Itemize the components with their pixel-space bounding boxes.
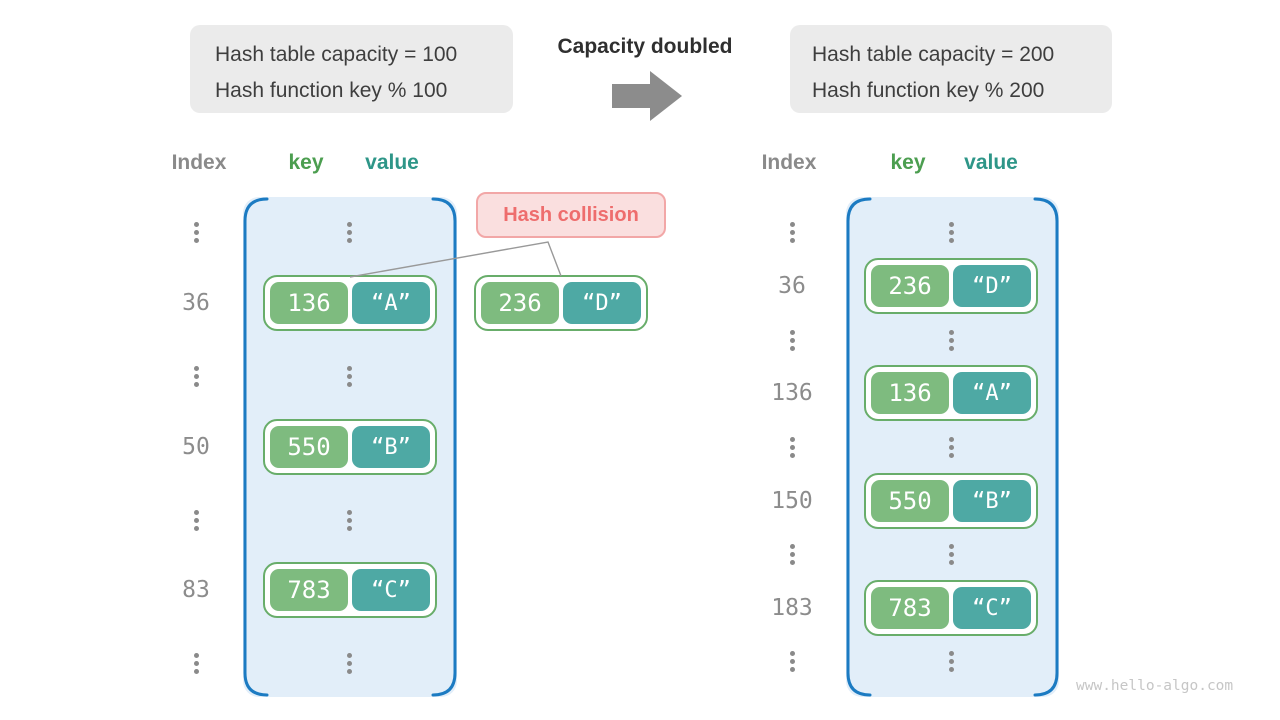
vertical-ellipsis-icon <box>347 222 352 227</box>
vertical-ellipsis-icon <box>790 437 795 442</box>
vertical-ellipsis-icon <box>194 653 199 658</box>
vertical-ellipsis-icon <box>194 366 199 371</box>
right-index-label: 150 <box>771 488 813 514</box>
left-header-index: Index <box>171 151 227 174</box>
right-header-index: Index <box>761 151 817 174</box>
left-header-key: key <box>288 151 324 174</box>
kv-pair-136A: 136 “A” <box>263 275 437 331</box>
value-cell: “B” <box>953 480 1031 522</box>
left-index-label: 83 <box>182 577 210 603</box>
arrow-shaft <box>612 84 652 108</box>
value-cell: “A” <box>352 282 430 324</box>
value-cell: “D” <box>563 282 641 324</box>
vertical-ellipsis-icon <box>949 330 954 335</box>
right-header-key: key <box>890 151 926 174</box>
value-cell: “B” <box>352 426 430 468</box>
info-before-line1: Hash table capacity = 100 <box>215 43 458 66</box>
vertical-ellipsis-icon <box>949 437 954 442</box>
vertical-ellipsis-icon <box>347 510 352 515</box>
vertical-ellipsis-icon <box>790 330 795 335</box>
key-cell: 136 <box>871 372 949 414</box>
vertical-ellipsis-icon <box>949 544 954 549</box>
left-index-label: 36 <box>182 290 210 316</box>
vertical-ellipsis-icon <box>194 510 199 515</box>
key-cell: 236 <box>481 282 559 324</box>
value-cell: “D” <box>953 265 1031 307</box>
vertical-ellipsis-icon <box>949 651 954 656</box>
vertical-ellipsis-icon <box>949 222 954 227</box>
key-cell: 783 <box>270 569 348 611</box>
vertical-ellipsis-icon <box>194 222 199 227</box>
right-header-value: value <box>964 151 1018 174</box>
left-index-label: 50 <box>182 434 210 460</box>
kv-pair-783C: 783 “C” <box>864 580 1038 636</box>
value-cell: “C” <box>352 569 430 611</box>
info-box-before: Hash table capacity = 100 Hash function … <box>190 25 513 113</box>
vertical-ellipsis-icon <box>790 544 795 549</box>
arrow-head <box>650 71 682 121</box>
key-cell: 136 <box>270 282 348 324</box>
vertical-ellipsis-icon <box>347 653 352 658</box>
key-cell: 783 <box>871 587 949 629</box>
left-bucket-bracket-border <box>243 197 457 697</box>
right-index-label: 36 <box>778 273 806 299</box>
info-box-after: Hash table capacity = 200 Hash function … <box>790 25 1112 113</box>
right-index-label: 183 <box>771 595 813 621</box>
right-index-label: 136 <box>771 380 813 406</box>
key-cell: 550 <box>871 480 949 522</box>
kv-pair-136A: 136 “A” <box>864 365 1038 421</box>
value-cell: “A” <box>953 372 1031 414</box>
watermark: www.hello-algo.com <box>1076 678 1234 694</box>
kv-pair-550B: 550 “B” <box>263 419 437 475</box>
transition-label: Capacity doubled <box>557 35 733 58</box>
info-after-line2: Hash function key % 200 <box>812 79 1045 102</box>
vertical-ellipsis-icon <box>790 222 795 227</box>
hash-collision-callout: Hash collision <box>476 192 666 238</box>
left-header-value: value <box>365 151 419 174</box>
kv-pair-783C: 783 “C” <box>263 562 437 618</box>
info-after-line1: Hash table capacity = 200 <box>812 43 1055 66</box>
right-bucket-bracket-border <box>846 197 1059 697</box>
kv-pair-236D: 236 “D” <box>864 258 1038 314</box>
kv-pair-550B: 550 “B” <box>864 473 1038 529</box>
vertical-ellipsis-icon <box>790 651 795 656</box>
kv-pair-collision-236D: 236 “D” <box>474 275 648 331</box>
key-cell: 236 <box>871 265 949 307</box>
key-cell: 550 <box>270 426 348 468</box>
info-before-line2: Hash function key % 100 <box>215 79 448 102</box>
value-cell: “C” <box>953 587 1031 629</box>
vertical-ellipsis-icon <box>347 366 352 371</box>
